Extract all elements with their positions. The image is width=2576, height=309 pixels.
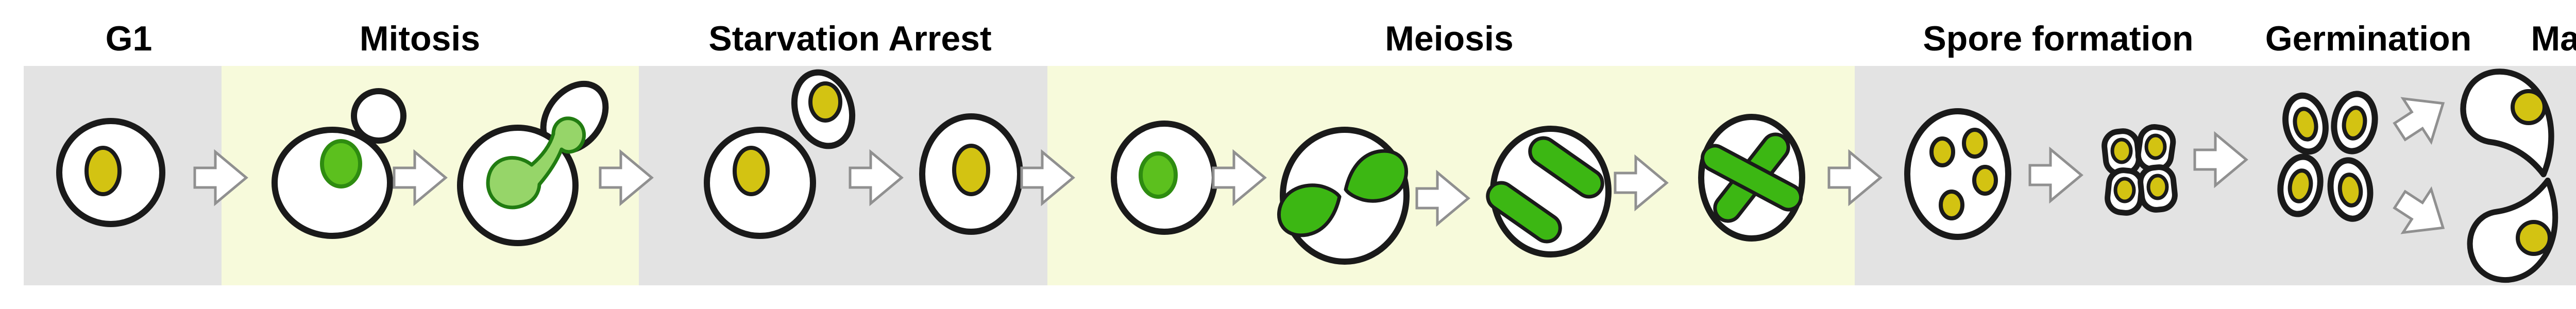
spore xyxy=(1972,165,1998,196)
ascus-with-four-spores xyxy=(1904,108,2011,240)
meiosis-cell-two-rods xyxy=(1486,126,1612,258)
shmoo-cell-bottom xyxy=(2470,180,2555,280)
chromatin-rod xyxy=(1486,181,1562,244)
spore xyxy=(1929,136,1955,167)
mother-daughter-pair xyxy=(704,69,856,239)
chromosome xyxy=(1700,144,1803,212)
chromatin-rod xyxy=(1528,136,1604,199)
budding-cell-small-bud xyxy=(272,88,406,239)
chromatin-blob xyxy=(1277,183,1342,237)
yellow-nucleus xyxy=(952,144,990,196)
yellow-nucleus xyxy=(2113,177,2136,203)
stage-label-starvation-arrest: Starvation Arrest xyxy=(708,19,991,58)
g1-cell xyxy=(56,118,165,227)
yellow-nucleus xyxy=(2110,138,2133,164)
meiosis-cell-round-nucleus xyxy=(1111,121,1218,235)
yellow-nucleus xyxy=(733,146,770,196)
yellow-nucleus xyxy=(84,146,122,196)
stage-label-g1: G1 xyxy=(106,19,152,58)
arrested-cell xyxy=(919,113,1023,235)
yellow-nucleus xyxy=(2146,174,2169,200)
yellow-nucleus xyxy=(2342,106,2367,141)
yellow-nucleus xyxy=(2287,168,2313,203)
stage-label-meiosis: Meiosis xyxy=(1385,19,1513,58)
shmoo-cell-top xyxy=(2463,72,2551,174)
green-nucleus xyxy=(320,139,362,188)
meiosis-cell-crossed-chromosomes xyxy=(1698,114,1805,242)
stage-label-mating: Mating xyxy=(2531,19,2576,58)
yellow-nucleus xyxy=(2511,89,2547,125)
stage-label-germination: Germination xyxy=(2265,19,2472,58)
spore xyxy=(1939,190,1964,220)
germinating-spores xyxy=(2277,91,2378,222)
dividing-nucleus xyxy=(486,116,586,210)
chromatin-blob xyxy=(1344,149,1408,203)
budding-cell-dividing-nucleus xyxy=(457,80,609,246)
green-nucleus xyxy=(1139,151,1178,199)
yellow-nucleus xyxy=(2337,173,2363,208)
spore xyxy=(1962,128,1988,159)
tetrad xyxy=(2102,124,2178,216)
yellow-nucleus xyxy=(2144,133,2167,160)
yellow-nucleus xyxy=(2293,107,2318,142)
stage-label-mitosis: Mitosis xyxy=(360,19,480,58)
yellow-nucleus xyxy=(2516,220,2552,256)
yellow-nucleus xyxy=(808,81,842,123)
stage-label-spore-formation: Spore formation xyxy=(1923,19,2193,58)
bud xyxy=(351,88,406,144)
meiosis-cell-two-blobs xyxy=(1277,127,1410,265)
